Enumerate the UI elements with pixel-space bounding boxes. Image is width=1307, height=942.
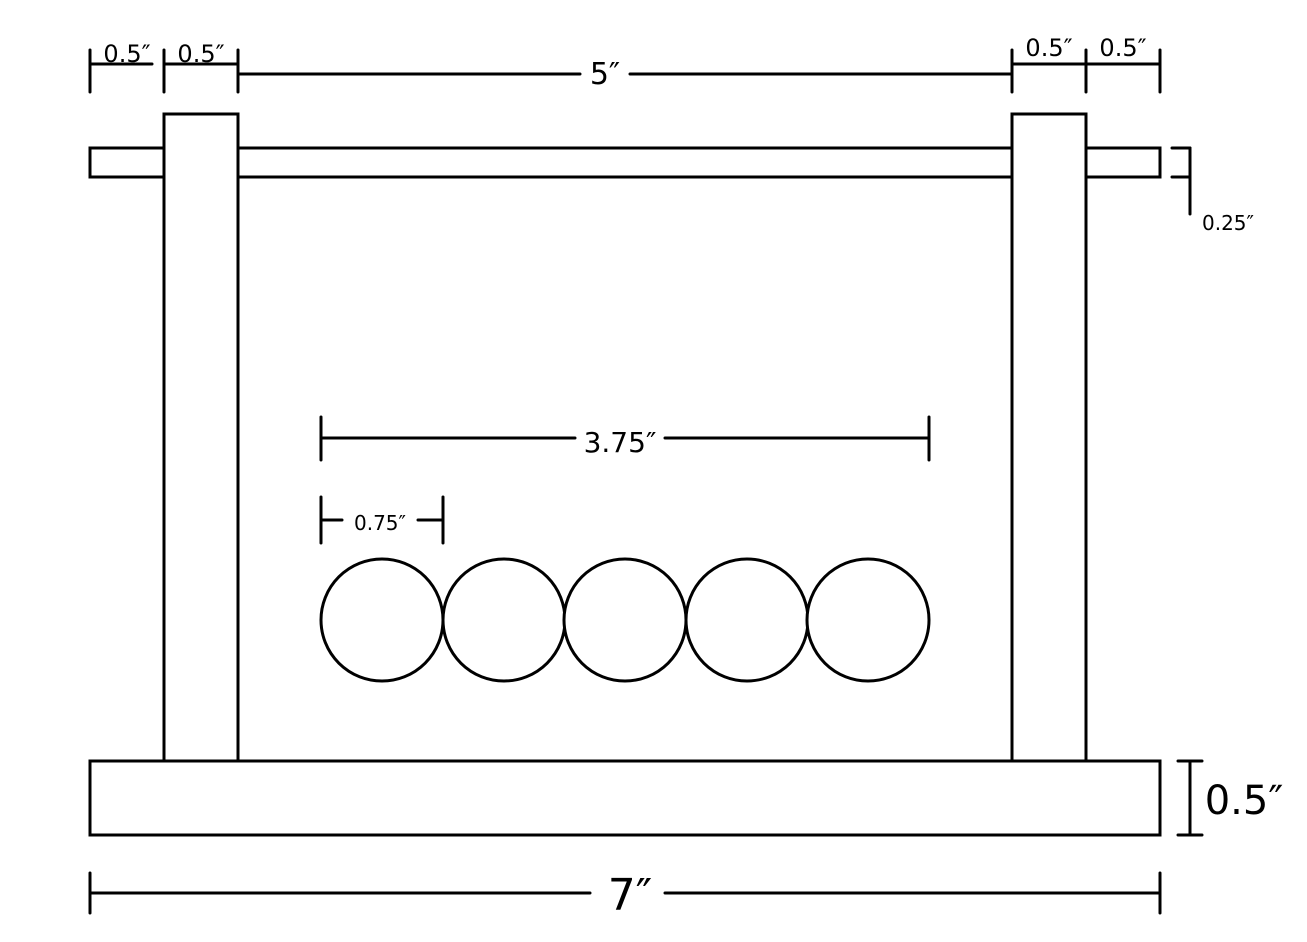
rod-thickness-bracket [1170, 146, 1192, 216]
right-post [1010, 112, 1088, 763]
label-right-post: 0.5″ [1025, 34, 1072, 62]
balls [319, 557, 931, 683]
ball [805, 557, 931, 683]
ball-diameter-dimension [319, 495, 445, 545]
top-rod [88, 146, 1162, 179]
ball [562, 557, 688, 683]
label-base-height: 0.5″ [1205, 778, 1284, 824]
top-dimension-line [88, 48, 1162, 94]
base [88, 759, 1162, 837]
label-ball-diameter: 0.75″ [354, 511, 406, 535]
ball [684, 557, 810, 683]
label-left-outer: 0.5″ [103, 40, 150, 68]
label-span: 5″ [590, 57, 620, 92]
base-width-dimension [88, 871, 1162, 915]
base-height-bracket [1176, 759, 1204, 837]
left-post [162, 112, 240, 763]
label-left-post: 0.5″ [177, 40, 224, 68]
ball-row-dimension [319, 415, 931, 462]
label-right-outer: 0.5″ [1099, 34, 1146, 62]
label-ball-row: 3.75″ [584, 426, 657, 459]
label-rod-thickness: 0.25″ [1202, 211, 1254, 235]
ball [319, 557, 445, 683]
ball [441, 557, 567, 683]
label-base-width: 7″ [608, 870, 652, 921]
